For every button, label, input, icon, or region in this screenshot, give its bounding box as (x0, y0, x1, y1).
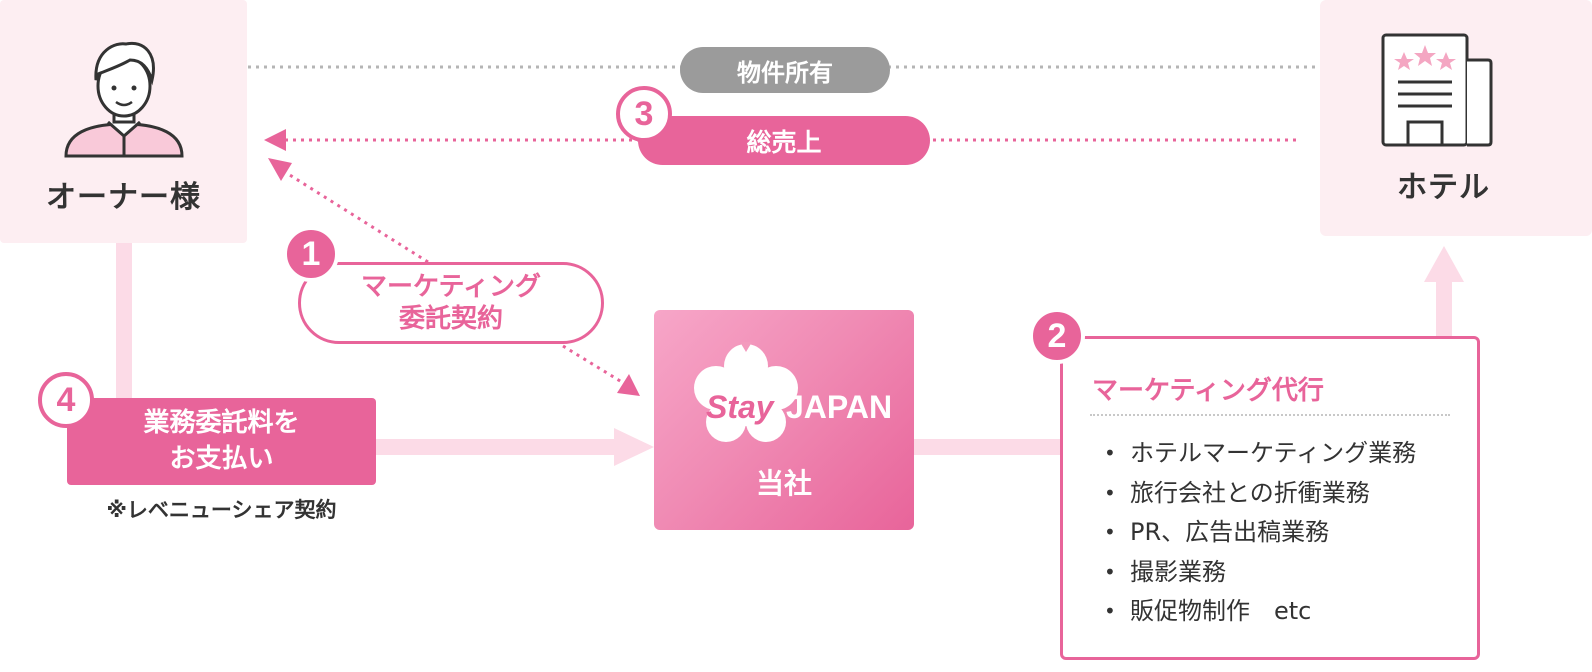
hotel-building-icon (1381, 33, 1493, 147)
service-item: PR、広告出稿業務 (1100, 513, 1416, 553)
services-divider (1090, 414, 1450, 416)
owner-vertical-connector (116, 243, 132, 403)
property-ownership-pill: 物件所有 (680, 47, 890, 93)
stay-japan-logo: Stay JAPAN (694, 342, 890, 442)
services-list: ホテルマーケティング業務 旅行会社との折衝業務 PR、広告出稿業務 撮影業務 販… (1100, 434, 1416, 632)
contract-line-2: 委託契約 (398, 304, 503, 334)
contract-arrow-line-lower (562, 344, 626, 386)
step-1-badge: 1 (283, 226, 339, 282)
company-label: 当社 (755, 467, 812, 500)
fee-arrowhead (614, 428, 654, 466)
person-icon (64, 41, 184, 158)
contract-arrowhead-lower (617, 374, 640, 396)
service-item: 旅行会社との折衝業務 (1100, 474, 1416, 514)
service-hotel-shaft (1436, 278, 1452, 338)
revenue-arrowhead (264, 129, 286, 151)
service-item: 撮影業務 (1100, 553, 1416, 593)
contract-line-1: マーケティング (361, 271, 541, 302)
total-sales-pill: 総売上 (638, 116, 930, 165)
logo-stay-text: Stay (706, 389, 776, 425)
service-item: ホテルマーケティング業務 (1100, 434, 1416, 474)
fee-payment-box: 業務委託料を お支払い (67, 398, 376, 485)
fee-arrow-shaft (376, 439, 616, 455)
hotel-label: ホテル (1397, 170, 1490, 205)
logo-japan-text: JAPAN (786, 389, 890, 425)
step-4-badge: 4 (38, 372, 94, 428)
revenue-share-note: ※レベニューシェア契約 (106, 498, 337, 522)
service-item: 販促物制作 etc (1100, 592, 1416, 632)
service-hotel-arrowhead (1424, 246, 1464, 282)
fee-line-2: お支払い (169, 443, 274, 474)
marketing-contract-box: マーケティング 委託契約 (298, 262, 604, 344)
fee-line-1: 業務委託料を (143, 408, 300, 439)
owner-label: オーナー様 (46, 180, 201, 215)
contract-arrowhead-upper (268, 158, 292, 181)
services-title: マーケティング代行 (1092, 376, 1324, 406)
company-service-connector (914, 439, 1062, 455)
sakura-icon (694, 342, 798, 442)
step-3-badge: 3 (616, 86, 672, 142)
step-2-badge: 2 (1029, 308, 1085, 364)
